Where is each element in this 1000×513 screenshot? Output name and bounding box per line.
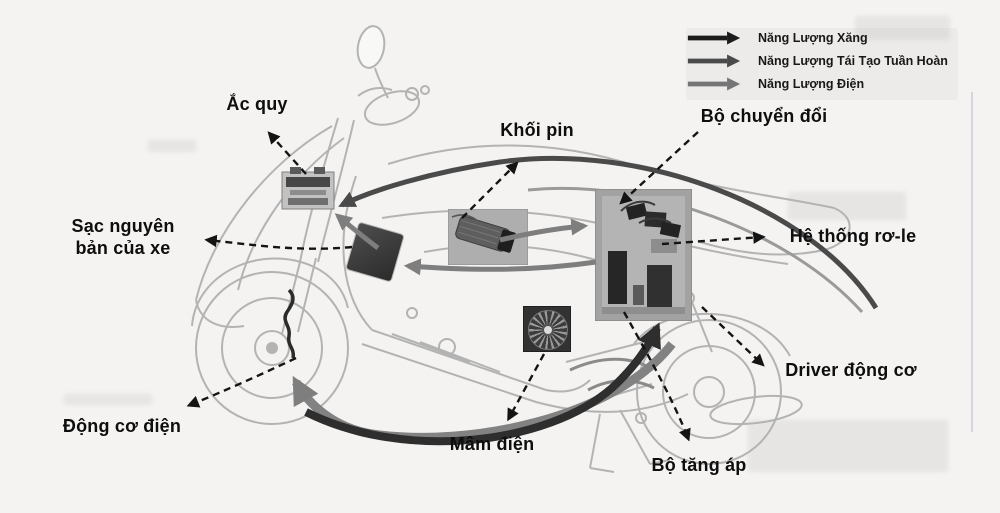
legend-item-electric: Năng Lượng Điện (686, 72, 964, 95)
energy-arrow-electric-to-motor (292, 341, 676, 442)
scan-artifact-top-right (855, 16, 950, 40)
energy-arrow-gasoline-bottom (304, 322, 661, 446)
component-battery-pack-photo (448, 209, 528, 265)
mirror (356, 25, 386, 69)
component-flywheel-photo (523, 306, 571, 352)
floorboard (361, 329, 547, 403)
headlamp-cluster (363, 90, 421, 126)
label-motor-driver: Driver động cơ (785, 360, 917, 380)
scan-artifact-right-mid (788, 192, 906, 220)
gasoline-arrow-icon (687, 30, 741, 45)
legend-label-electric: Năng Lượng Điện (758, 76, 865, 91)
connector-flywheel-label (507, 353, 546, 422)
brake-cable (283, 288, 296, 359)
legend-item-regen: Năng Lượng Tái Tạo Tuần Hoàn (686, 49, 964, 72)
front-fork (281, 257, 317, 335)
component-converter-photo (595, 189, 692, 321)
scan-artifact-bottom-right (748, 420, 948, 472)
connector-driver-label (701, 306, 765, 367)
label-flywheel: Mâm điện (449, 434, 535, 454)
electric-arrow-icon (687, 76, 741, 91)
label-electric-motor: Động cơ điện (62, 416, 182, 436)
scan-fold-line (971, 92, 973, 432)
label-original-charger: Sạc nguyên bản của xe (71, 216, 175, 258)
label-battery: Ắc quy (226, 94, 288, 114)
scan-artifact-bottom-left (64, 394, 152, 405)
label-battery-pack: Khối pin (500, 120, 574, 140)
front-fender (191, 257, 349, 327)
connector-charger-label (204, 234, 353, 250)
component-charger-box (346, 222, 404, 282)
legend-label-regen: Năng Lượng Tái Tạo Tuần Hoàn (758, 53, 948, 68)
legend-label-gasoline: Năng Lượng Xăng (758, 30, 868, 45)
component-battery-photo (281, 167, 335, 210)
legend: Năng Lượng Xăng Năng Lượng Tái Tạo Tuần … (686, 26, 964, 100)
flywheel-hub (542, 324, 554, 336)
label-relay-system: Hệ thống rơ-le (789, 226, 917, 246)
legend-item-gasoline: Năng Lượng Xăng (686, 26, 964, 49)
front-shield (195, 125, 333, 301)
label-boost-converter: Bộ tăng áp (651, 455, 747, 475)
connector-boost-label (622, 311, 691, 442)
connector-motor-label (186, 356, 297, 408)
front-wheel (195, 271, 349, 425)
label-converter: Bộ chuyển đổi (700, 106, 828, 126)
regen-arrow-icon (687, 53, 741, 68)
scan-artifact-left (148, 140, 196, 152)
